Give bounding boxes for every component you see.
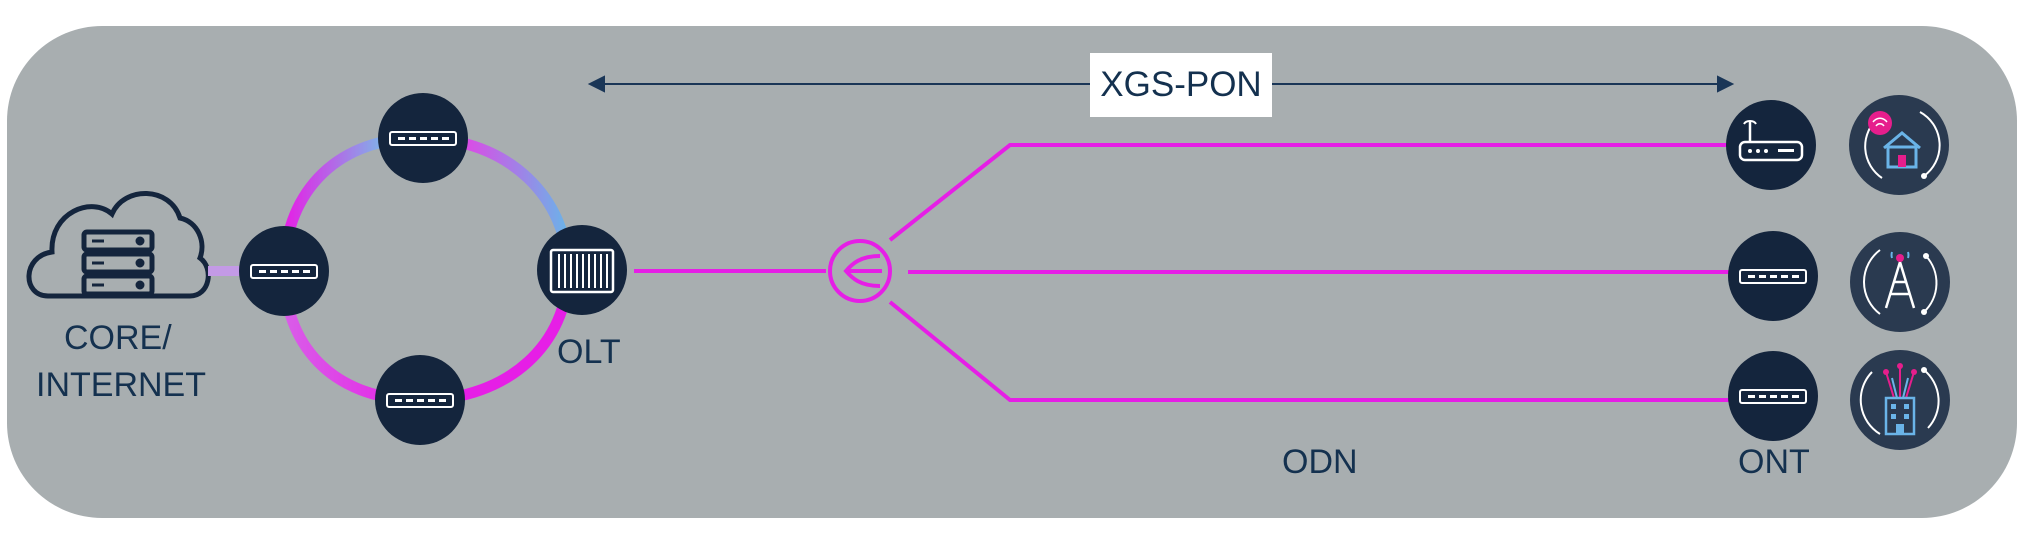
olt-label: OLT <box>557 333 621 371</box>
cell-tower-icon <box>1850 232 1950 332</box>
odn-label: ODN <box>1282 443 1358 481</box>
xgs-pon-label: XGS-PON <box>1090 53 1272 117</box>
core-label: CORE/ <box>64 319 172 357</box>
switch-node-top <box>378 93 468 183</box>
internet-label: INTERNET <box>36 366 206 404</box>
router-icon <box>1726 100 1816 190</box>
ont-switch-node-middle <box>1728 231 1818 321</box>
fiber-lines <box>634 143 1730 402</box>
olt-chassis-icon <box>537 225 627 315</box>
ont-switch-node-bottom <box>1728 351 1818 441</box>
splitter-icon <box>828 239 892 303</box>
building-icon <box>1850 350 1950 450</box>
home-wifi-icon <box>1849 95 1949 195</box>
cloud-server-icon <box>26 191 211 299</box>
switch-node-bottom <box>375 355 465 445</box>
switch-node-left <box>239 226 329 316</box>
ont-label: ONT <box>1738 443 1810 481</box>
